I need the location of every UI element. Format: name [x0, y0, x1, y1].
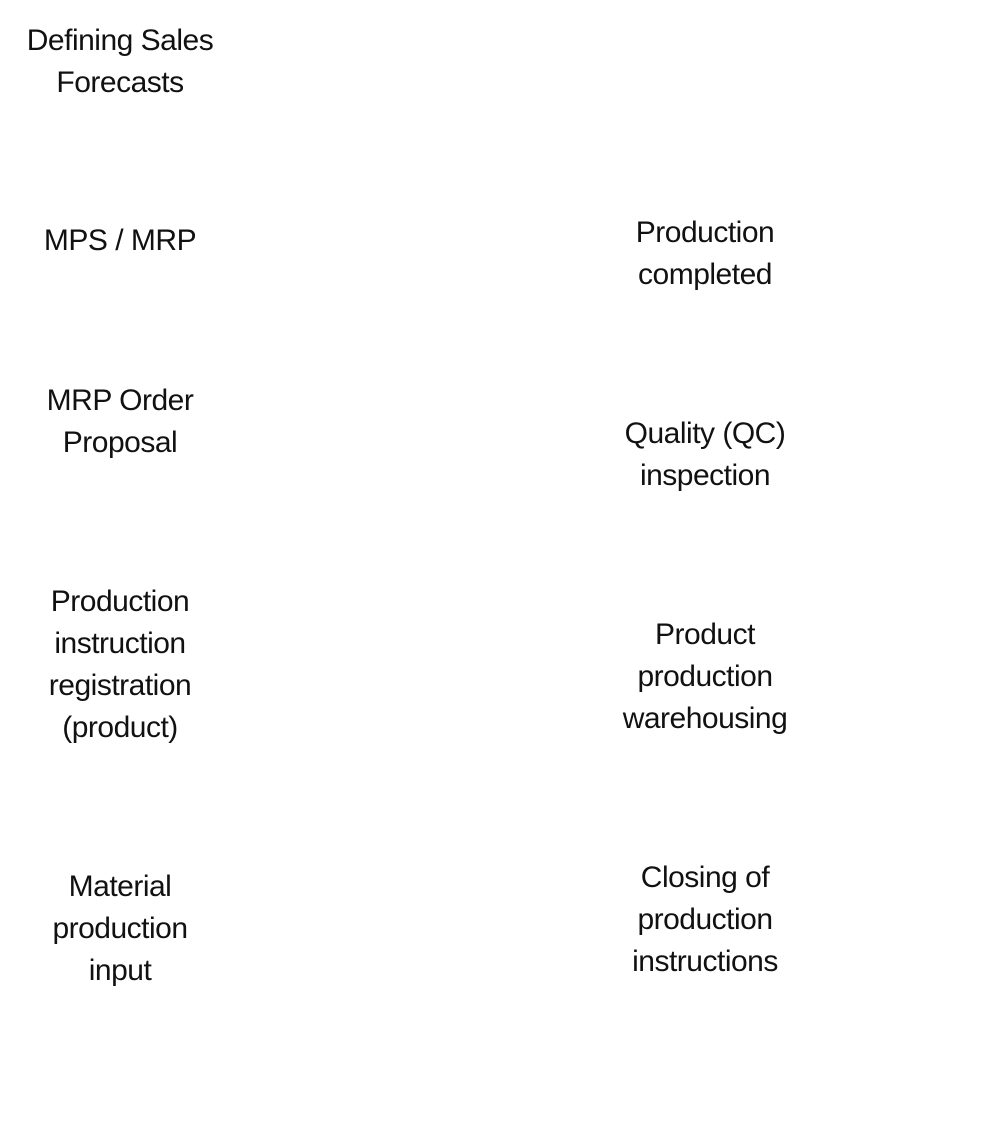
- step-material-production-input: Material production input: [52, 870, 188, 987]
- step-mrp-order-proposal: MRP Order Proposal: [46, 384, 194, 459]
- step-defining-sales-forecasts: Defining Sales Forecasts: [26, 24, 214, 99]
- step-production-completed: Production completed: [635, 216, 775, 291]
- step-product-production-warehousing: Product production warehousing: [622, 618, 788, 735]
- step-production-instruction-registration: Production instruction registration (pro…: [48, 585, 192, 744]
- step-closing-production-instructions: Closing of production instructions: [632, 861, 778, 978]
- step-mps-mrp: MPS / MRP: [43, 224, 197, 257]
- step-quality-inspection: Quality (QC) inspection: [624, 417, 786, 492]
